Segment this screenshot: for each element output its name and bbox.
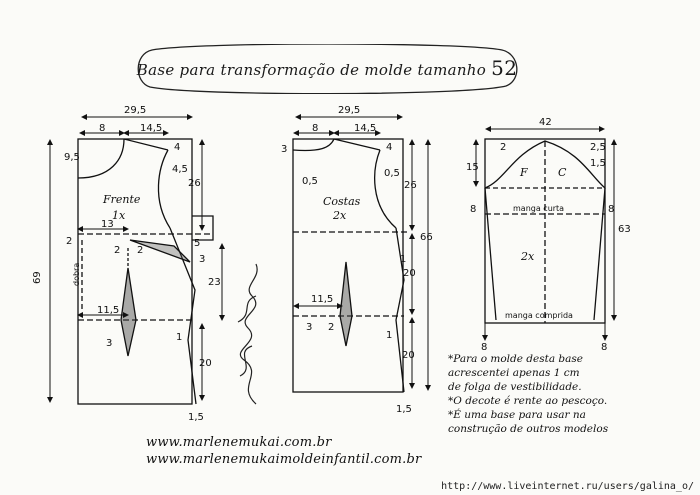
- notes: *Para o molde desta base acrescentei ape…: [448, 352, 698, 436]
- front-dim-neck-drop: 9,5: [64, 152, 80, 163]
- back-dim-hem-drop: 1,5: [396, 404, 412, 415]
- page-title: Base para transformação de molde tamanho…: [134, 56, 520, 80]
- websites: www.marlenemukai.com.br www.marlenemukai…: [146, 434, 421, 468]
- back-dim-side-drop: 1: [400, 254, 406, 265]
- front-shoulder: [123, 138, 169, 151]
- sleeve-short-label: manga curta: [513, 204, 564, 213]
- front-dim-neck: 8: [99, 123, 105, 134]
- front-dim-bust-drop: 2: [66, 236, 72, 247]
- back-waist-dart: [339, 261, 353, 347]
- front-labels: Frente 1x dobra 29,5 8 14,5 9,5 4 4,5 26…: [32, 105, 221, 423]
- front-dim-shoulder: 14,5: [140, 123, 162, 134]
- note-line: construção de outros modelos: [448, 423, 609, 435]
- back-labels: Costas 2x 29,5 8 14,5 3 4 0,5 0,5 26 66 …: [281, 105, 433, 415]
- front-armhole: [157, 149, 171, 229]
- sleeve-dim-cap-right: 2,5: [590, 142, 606, 153]
- front-piece: [77, 138, 214, 405]
- front-dim-lower: 20: [199, 358, 212, 369]
- front-outline: [77, 138, 193, 405]
- back-dim-shoulder-drop: 4: [386, 142, 392, 153]
- front-dim-hem-mark: 1: [176, 332, 182, 343]
- sleeve-dim-hem-right: 8: [601, 342, 607, 353]
- front-dim-width: 29,5: [124, 105, 146, 116]
- sleeve-dim-short-left: 8: [470, 204, 476, 215]
- website-link[interactable]: www.marlenemukaimoldeinfantil.com.br: [146, 452, 422, 467]
- back-piece: [292, 138, 410, 393]
- note-line: *O decote é rente ao pescoço.: [448, 395, 608, 407]
- back-count: 2x: [332, 209, 347, 222]
- sleeve-dim-short-right: 8: [608, 204, 614, 215]
- website-link[interactable]: www.marlenemukai.com.br: [146, 435, 332, 450]
- front-waist-dart: [120, 267, 137, 357]
- sleeve-dim-cap-right-b: 1,5: [590, 158, 606, 169]
- back-dim-lower: 20: [402, 350, 415, 361]
- front-name: Frente: [102, 193, 141, 206]
- back-armhole: [374, 149, 397, 229]
- sleeve-dimensions: [473, 126, 617, 341]
- back-dim-armhole-right: 0,5: [384, 168, 400, 179]
- back-dimensions: [293, 114, 431, 391]
- sleeve-back-label: C: [558, 166, 567, 179]
- sleeve-dim-cap-left: 2: [500, 142, 506, 153]
- sleeve-long-label: manga comprida: [505, 311, 573, 320]
- front-dim-bust-width: 13: [101, 219, 114, 230]
- title-bubble: [137, 44, 518, 94]
- back-dim-upper: 26: [404, 180, 417, 191]
- sleeve-piece: [484, 138, 606, 324]
- front-dim-dart-depth: 3: [106, 338, 112, 349]
- front-dim-hip: 11,5: [97, 305, 119, 316]
- sleeve-dim-hem-left: 8: [481, 342, 487, 353]
- front-dim-armhole: 4,5: [172, 164, 188, 175]
- back-neckline: [292, 138, 335, 152]
- sleeve-front-label: F: [519, 166, 528, 179]
- sleeve-dim-total: 63: [618, 224, 631, 235]
- front-dim-dart-b: 2: [137, 245, 143, 256]
- front-dim-upper: 26: [188, 178, 201, 189]
- front-dim-dart-a: 2: [114, 245, 120, 256]
- signature: [237, 263, 258, 405]
- sleeve-count: 2x: [520, 250, 535, 263]
- front-dim-side-drop: 3: [199, 254, 205, 265]
- credit-url[interactable]: http://www.liveinternet.ru/users/galina_…: [441, 481, 694, 492]
- front-dim-dart-side: 5: [194, 238, 200, 249]
- front-count: 1x: [112, 209, 126, 222]
- title-label: Base para transformação de molde tamanho: [136, 61, 487, 79]
- title-size: 52: [491, 56, 518, 80]
- back-dim-neck-drop: 3: [281, 144, 287, 155]
- front-bust-dart: [129, 239, 191, 263]
- note-line: *Para o molde desta base: [448, 353, 584, 365]
- back-side-seam: [395, 227, 405, 393]
- back-dim-dart-b: 2: [328, 322, 334, 333]
- note-line: *É uma base para usar na: [448, 409, 586, 421]
- back-dim-armhole-left: 0,5: [302, 176, 318, 187]
- front-dim-waist: 23: [208, 277, 221, 288]
- sleeve-underarm: [484, 187, 606, 321]
- back-dim-neck: 8: [312, 123, 318, 134]
- back-dim-hip: 11,5: [311, 294, 333, 305]
- front-fold-label: dobra: [72, 263, 81, 286]
- back-dim-total: 66: [420, 232, 433, 243]
- back-dim-hem-mark: 1: [386, 330, 392, 341]
- front-dim-hem-drop: 1,5: [188, 412, 204, 423]
- front-dim-total: 69: [32, 271, 43, 284]
- front-neckline: [77, 138, 125, 179]
- front-dim-shoulder-drop: 4: [174, 142, 180, 153]
- back-dim-width: 29,5: [338, 105, 360, 116]
- sleeve-dim-cap-height: 15: [466, 162, 479, 173]
- back-dim-shoulder: 14,5: [354, 123, 376, 134]
- back-dim-waist: 20: [403, 268, 416, 279]
- back-name: Costas: [323, 195, 361, 208]
- back-dim-dart-a: 3: [306, 322, 312, 333]
- note-line: de folga de vestibilidade.: [448, 381, 582, 393]
- back-outline: [292, 138, 404, 393]
- back-shoulder: [333, 138, 381, 151]
- front-dimensions: [47, 114, 225, 403]
- note-line: acrescentei apenas 1 cm: [448, 367, 580, 379]
- sleeve-dim-width: 42: [539, 117, 552, 128]
- sleeve-labels: 42 2 2,5 1,5 15 63 8 8 8 8 F C 2x manga …: [466, 117, 631, 353]
